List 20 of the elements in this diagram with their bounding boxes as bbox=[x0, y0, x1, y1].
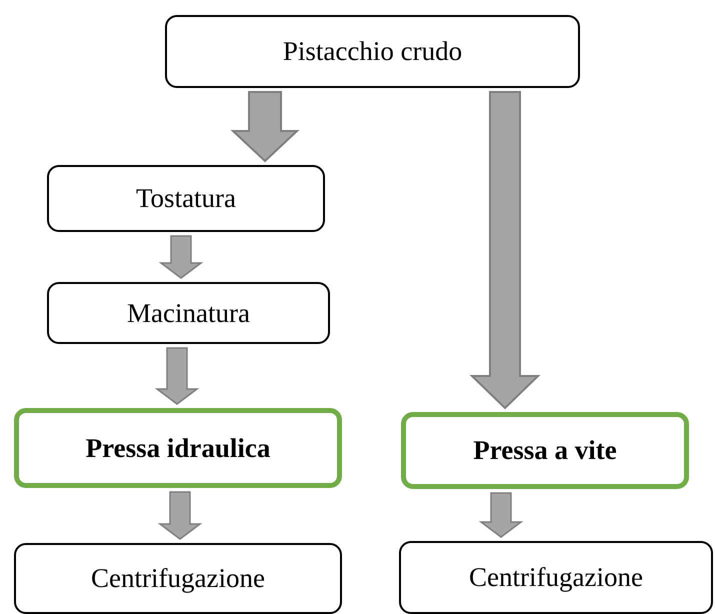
highlighted-process-box bbox=[14, 408, 342, 488]
highlighted-process-box bbox=[401, 412, 689, 489]
step-label: Pressa idraulica bbox=[86, 432, 270, 464]
step-label: Centrifugazione bbox=[91, 563, 265, 594]
block-arrow bbox=[158, 235, 204, 279]
step-label: Centrifugazione bbox=[469, 562, 643, 593]
block-arrow bbox=[154, 347, 200, 405]
block-arrow bbox=[470, 91, 540, 410]
process-box bbox=[14, 543, 342, 614]
process-box bbox=[47, 165, 325, 232]
process-box bbox=[165, 15, 580, 88]
step-label: Tostatura bbox=[136, 183, 236, 214]
step-label: Pistacchio crudo bbox=[282, 36, 462, 67]
process-box bbox=[47, 282, 330, 344]
block-arrow bbox=[158, 491, 202, 540]
block-arrow bbox=[478, 492, 524, 538]
block-arrow bbox=[230, 91, 300, 162]
step-label: Pressa a vite bbox=[473, 435, 617, 466]
step-label: Macinatura bbox=[127, 298, 250, 328]
process-box bbox=[399, 541, 713, 614]
